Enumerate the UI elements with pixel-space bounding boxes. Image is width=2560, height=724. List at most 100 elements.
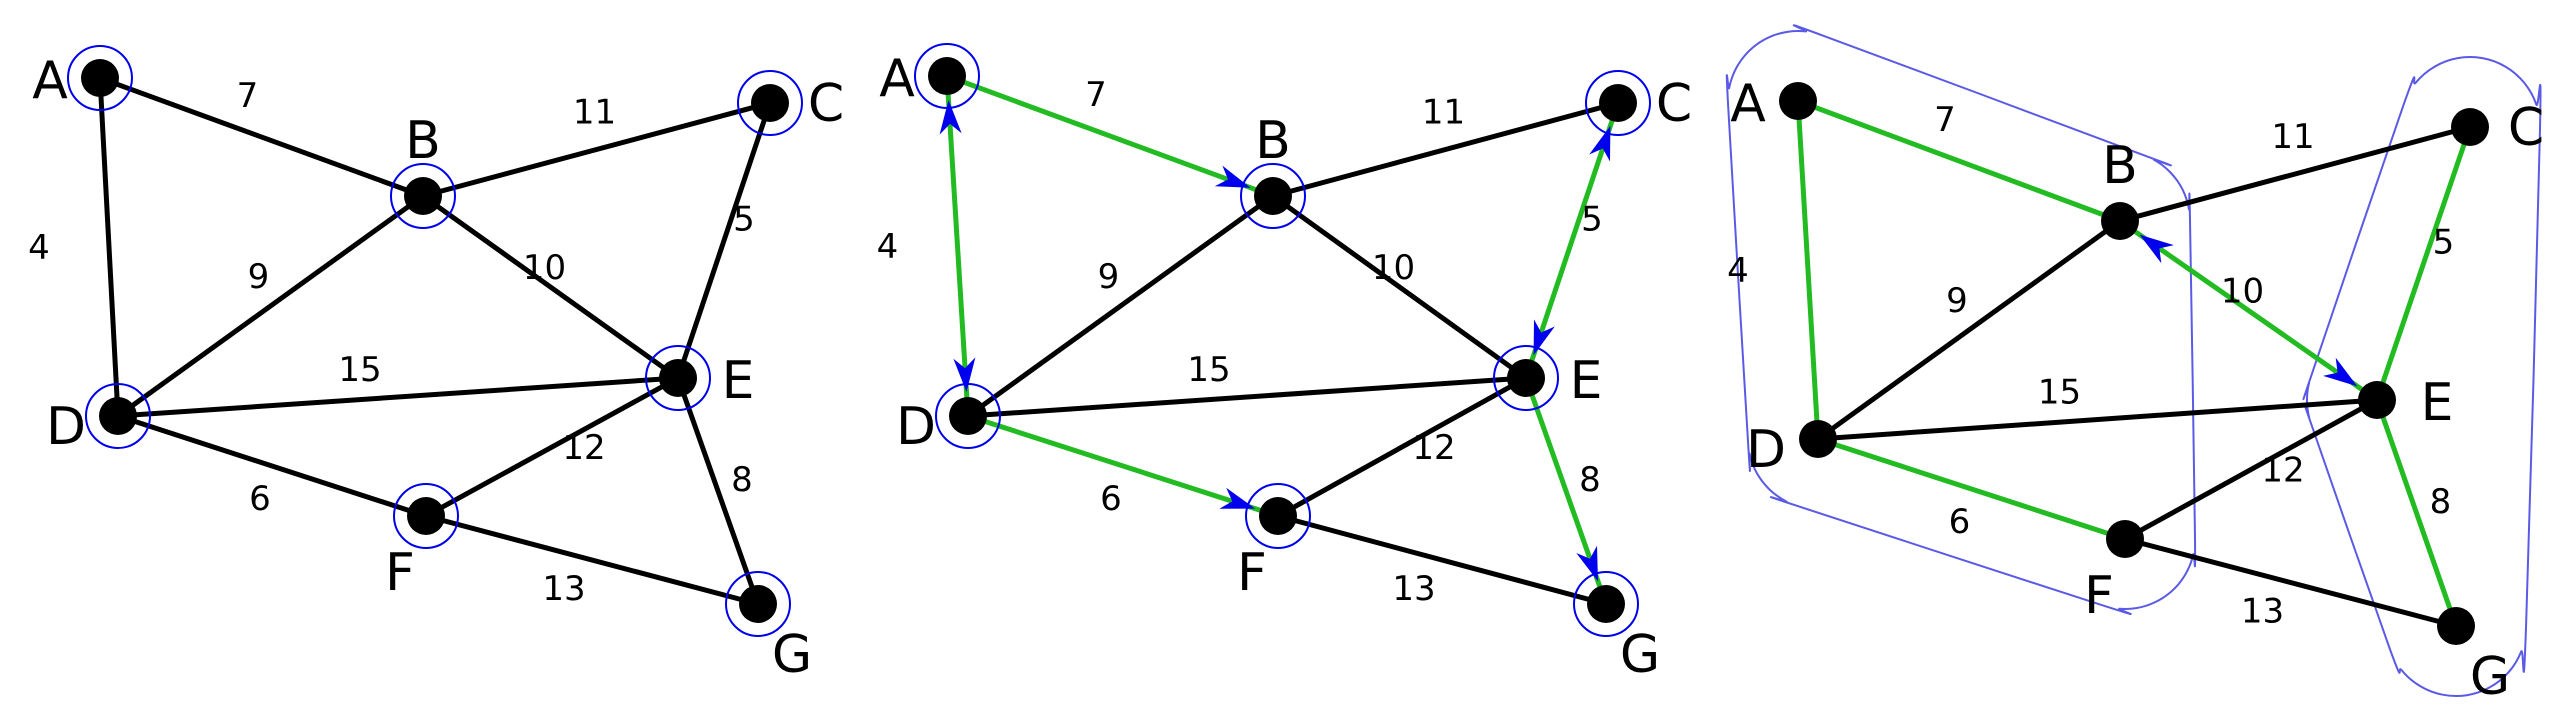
node-ring-D xyxy=(85,383,151,449)
edge-AB xyxy=(1797,98,2121,224)
edge-BC xyxy=(422,100,771,199)
node-E xyxy=(2358,381,2396,419)
edge-BE xyxy=(2118,218,2379,403)
node-label-A: A xyxy=(879,49,915,109)
node-D xyxy=(99,397,137,435)
node-F xyxy=(2106,520,2144,558)
edge-AB xyxy=(99,75,424,199)
node-label-F: F xyxy=(1237,543,1267,603)
node-label-E: E xyxy=(722,351,755,411)
node-B xyxy=(2101,202,2139,240)
node-A xyxy=(81,59,119,97)
node-label-E: E xyxy=(1570,351,1603,411)
edge-AD xyxy=(97,77,121,417)
node-label-G: G xyxy=(772,625,812,685)
arrow-E-to-C xyxy=(1589,125,1611,162)
node-ring-E xyxy=(645,345,711,411)
weight-label-DF: 6 xyxy=(1100,479,1122,519)
node-E xyxy=(659,359,697,397)
node-A xyxy=(928,57,966,95)
weight-label-CE: 5 xyxy=(1581,200,1603,240)
weight-label-AD: 4 xyxy=(28,228,50,268)
edge-BD xyxy=(966,193,1275,419)
node-ring-A xyxy=(67,45,133,111)
node-label-B: B xyxy=(2102,136,2138,196)
weight-label-AB: 7 xyxy=(1934,100,1956,140)
weight-label-CE: 5 xyxy=(733,200,755,240)
node-E xyxy=(1507,359,1545,397)
weight-label-AD: 4 xyxy=(877,227,899,267)
edge-FG xyxy=(2124,536,2457,629)
node-A xyxy=(1779,82,1817,120)
weight-label-EG: 8 xyxy=(1579,460,1601,500)
edge-BD xyxy=(116,193,425,419)
node-C xyxy=(751,84,789,122)
edge-EF xyxy=(1276,375,1528,519)
weight-label-DE: 15 xyxy=(2038,373,2081,413)
node-ring-C xyxy=(1585,70,1651,136)
edge-FG xyxy=(1277,513,1607,607)
node-ring-G xyxy=(725,571,791,637)
weight-label-BD: 9 xyxy=(1098,257,1120,297)
weight-label-AB: 7 xyxy=(1085,75,1107,115)
arrow-D-to-A xyxy=(939,100,962,135)
node-C xyxy=(1599,84,1637,122)
arrow-A-to-D xyxy=(953,357,976,392)
node-D xyxy=(949,397,987,435)
edge-DE xyxy=(967,375,1527,419)
weight-label-BE: 10 xyxy=(2221,272,2264,312)
node-G xyxy=(1587,585,1625,623)
weight-label-DE: 15 xyxy=(338,350,381,390)
edge-EF xyxy=(424,375,680,519)
node-label-D: D xyxy=(46,397,86,457)
node-B xyxy=(1254,177,1292,215)
node-label-B: B xyxy=(1255,111,1291,171)
edge-CE xyxy=(2374,126,2473,401)
node-label-C: C xyxy=(1656,74,1692,134)
node-label-F: F xyxy=(385,543,415,603)
node-label-A: A xyxy=(32,51,68,111)
node-label-B: B xyxy=(405,111,441,171)
edge-AB xyxy=(946,73,1274,199)
node-F xyxy=(1259,497,1297,535)
edge-EG xyxy=(675,377,761,605)
arrow-A-to-B xyxy=(1214,165,1251,188)
edge-AD xyxy=(944,75,971,417)
edge-DE xyxy=(117,375,679,419)
edge-BC xyxy=(2119,124,2471,224)
weight-label-FG: 13 xyxy=(542,569,585,609)
node-B xyxy=(404,177,442,215)
weight-label-DE: 15 xyxy=(1187,350,1230,390)
edge-AD xyxy=(1795,100,1821,440)
weight-label-EG: 8 xyxy=(731,460,753,500)
weight-label-EF: 12 xyxy=(2261,451,2304,491)
edge-CE xyxy=(1523,102,1621,379)
edge-DE xyxy=(1817,397,2378,442)
node-ring-F xyxy=(1245,483,1311,549)
weight-label-FG: 13 xyxy=(2241,592,2284,632)
node-label-A: A xyxy=(1730,74,1766,134)
node-C xyxy=(2451,108,2489,146)
node-ring-B xyxy=(390,163,456,229)
node-G xyxy=(739,585,777,623)
edge-BD xyxy=(1816,218,2122,442)
node-G xyxy=(2437,607,2475,645)
weight-label-BC: 11 xyxy=(2271,117,2314,157)
cluster-abdf xyxy=(1725,24,2197,616)
node-label-C: C xyxy=(808,74,844,134)
arrow-B-to-E xyxy=(2323,357,2358,387)
weight-label-EF: 12 xyxy=(1412,428,1455,468)
node-ring-E xyxy=(1493,345,1559,411)
node-ring-G xyxy=(1573,571,1639,637)
node-label-F: F xyxy=(2084,566,2114,626)
edge-BE xyxy=(421,193,680,381)
weight-label-BC: 11 xyxy=(573,93,616,133)
arrow-C-to-E xyxy=(1533,319,1555,356)
arrow-E-to-B xyxy=(2139,234,2174,264)
edge-EG xyxy=(2374,399,2459,627)
